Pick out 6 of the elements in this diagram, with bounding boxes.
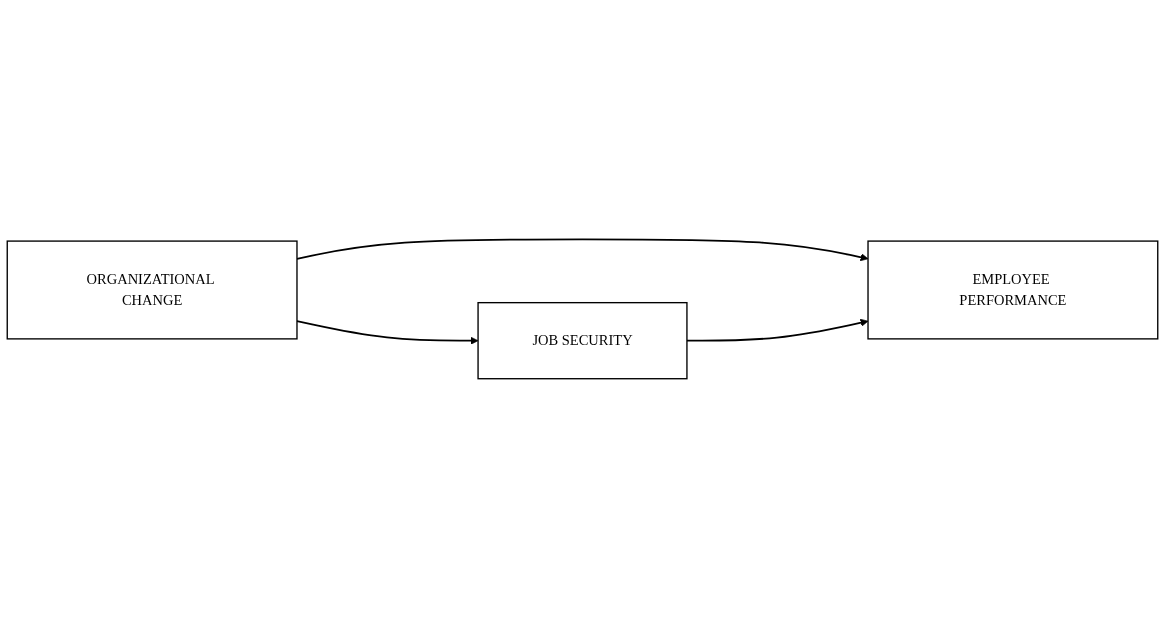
node-box: ORGANIZATIONAL CHANGE — [6, 240, 298, 340]
arrow — [296, 238, 869, 262]
arrow — [686, 318, 869, 342]
arrow — [296, 320, 479, 345]
node-box: EMPLOYEE PERFORMANCE — [867, 240, 1159, 340]
node-box: JOB SECURITY — [477, 302, 688, 380]
